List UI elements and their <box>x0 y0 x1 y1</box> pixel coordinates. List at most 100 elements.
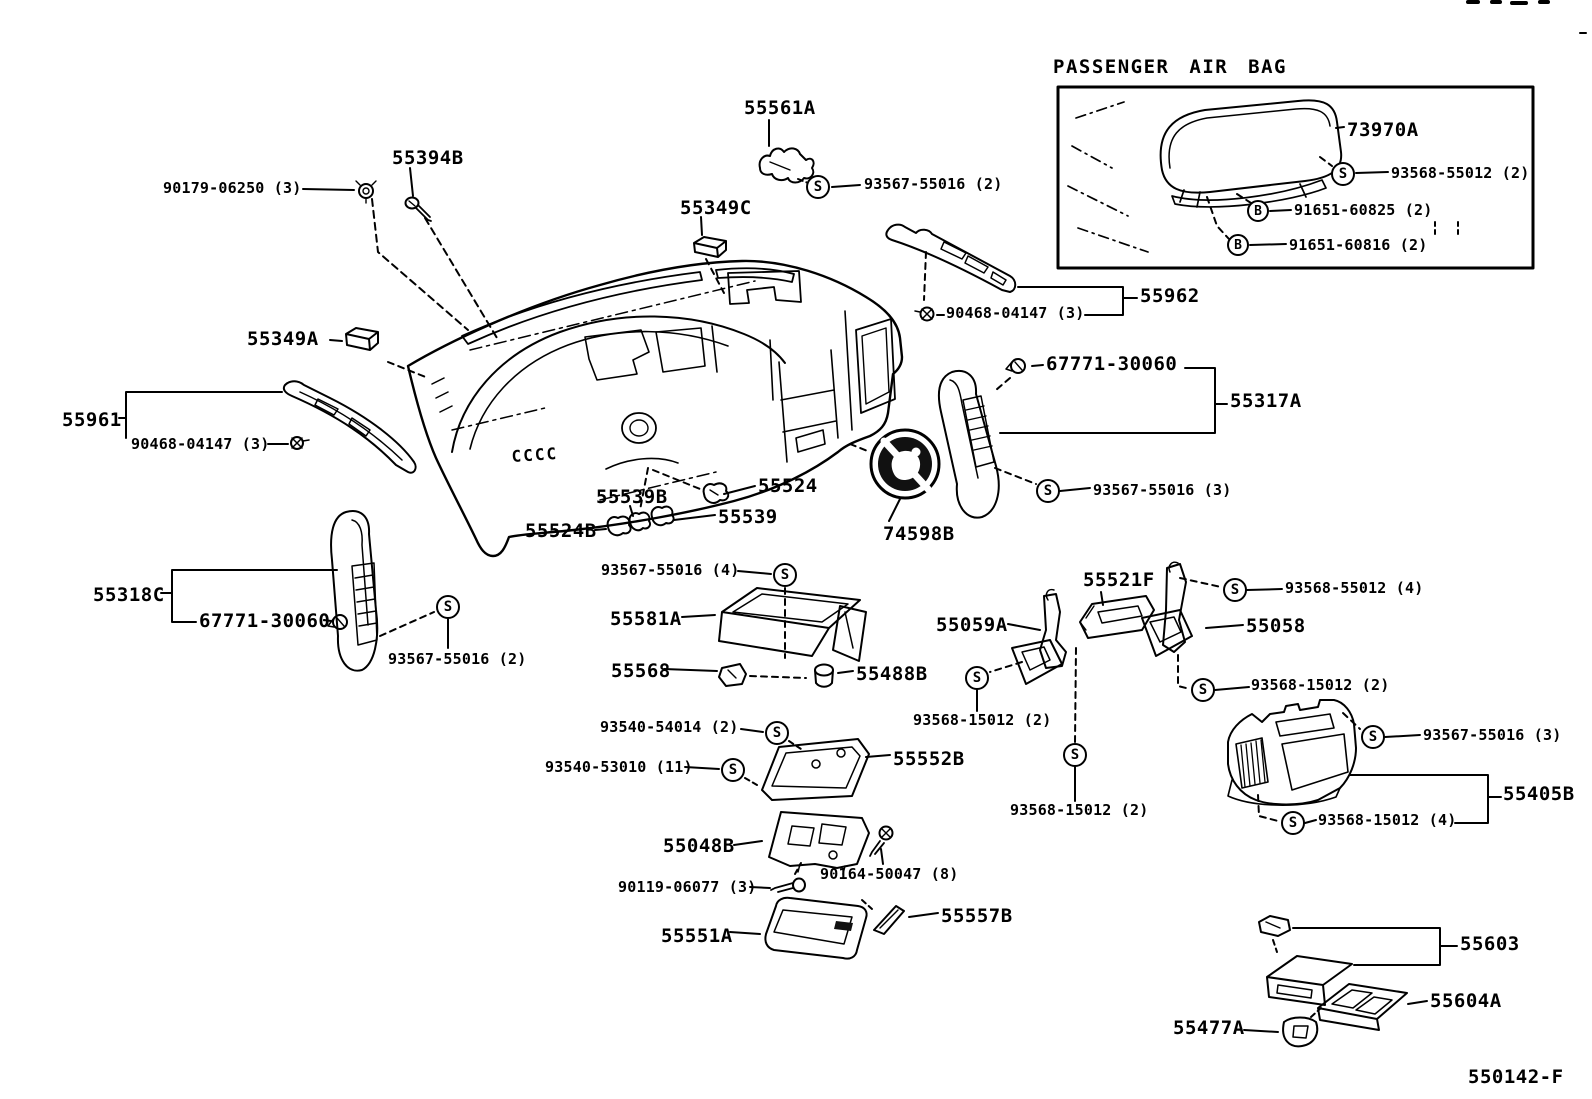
clip-90468-right <box>914 306 935 322</box>
label-74598B: 74598B <box>883 523 955 545</box>
strip-55557B <box>861 899 939 935</box>
label-93568-15012-2c: 93568-15012 (2) <box>1010 801 1149 819</box>
bracket-55058 <box>1141 561 1283 691</box>
label-93568-55012-2: 93568-55012 (2) <box>1391 164 1530 182</box>
symbol-S-93540a: S <box>765 721 789 745</box>
symbol-S-55058-bot: S <box>1191 678 1215 702</box>
garnish-55962 <box>885 223 1138 316</box>
clip-55488B <box>814 663 854 688</box>
label-93567-55016-2-top: 93567-55016 (2) <box>864 175 1003 193</box>
label-55551A: 55551A <box>661 925 733 947</box>
label-55557B: 55557B <box>941 905 1013 927</box>
label-55488B: 55488B <box>856 663 928 685</box>
label-55961: 55961 <box>62 409 122 431</box>
label-93540-54014: 93540-54014 (2) <box>600 718 739 736</box>
symbol-S-heater-bot: S <box>1281 811 1305 835</box>
label-55405B: 55405B <box>1503 783 1575 805</box>
label-93567-55016-2-left: 93567-55016 (2) <box>388 650 527 668</box>
label-55349A: 55349A <box>247 328 319 350</box>
label-55477A: 55477A <box>1173 1017 1245 1039</box>
symbol-S-panel-right: S <box>1036 479 1060 503</box>
label-55568: 55568 <box>611 660 671 682</box>
garnish-55961 <box>118 380 417 474</box>
label-90119-06077: 90119-06077 (3) <box>618 878 757 896</box>
heater-panel-55405B <box>1227 699 1502 824</box>
plate-55552B <box>684 689 978 801</box>
symbol-S-heater-top: S <box>1361 725 1385 749</box>
label-90179-06250: 90179-06250 (3) <box>163 179 302 197</box>
label-91651-60825: 91651-60825 (2) <box>1294 201 1433 219</box>
pad-55349A <box>329 327 429 379</box>
airbag-module-drawing <box>1067 99 1459 253</box>
symbol-B-inset-2: B <box>1227 234 1249 256</box>
glove-compartment-55581A <box>681 570 867 662</box>
inset-title: PASSENGER AIR BAG <box>1053 56 1287 78</box>
bracket-55561A <box>758 119 861 188</box>
label-55603: 55603 <box>1460 933 1520 955</box>
symbol-S-top: S <box>806 175 830 199</box>
clips-55539-group <box>594 467 716 537</box>
label-55058: 55058 <box>1246 615 1306 637</box>
label-55539B: 55539B <box>596 486 668 508</box>
label-55048B: 55048B <box>663 835 735 857</box>
label-55561A: 55561A <box>744 97 816 119</box>
label-55581A: 55581A <box>610 608 682 630</box>
clip-55568 <box>663 663 807 687</box>
label-90164-50047: 90164-50047 (8) <box>820 865 959 883</box>
symbol-B-inset-1: B <box>1247 200 1269 222</box>
label-67771-30060-left: 67771-30060 <box>199 610 331 632</box>
label-73970A: 73970A <box>1347 119 1419 141</box>
bezel-55477A <box>1243 1016 1319 1048</box>
label-55524: 55524 <box>758 475 818 497</box>
label-93567-55016-3-heater: 93567-55016 (3) <box>1423 726 1562 744</box>
label-55317A: 55317A <box>1230 390 1302 412</box>
corner-fragment <box>1466 0 1587 34</box>
symbol-S-55058-top: S <box>1223 578 1247 602</box>
label-55962: 55962 <box>1140 285 1200 307</box>
dash-clip-marks: CCCC <box>511 444 559 466</box>
label-55524B: 55524B <box>525 520 597 542</box>
screw-67771-right <box>1005 358 1026 374</box>
label-55521F: 55521F <box>1083 569 1155 591</box>
label-55318C: 55318C <box>93 584 165 606</box>
screw-90164 <box>869 825 894 865</box>
label-55059A: 55059A <box>936 614 1008 636</box>
label-93567-55016-4: 93567-55016 (4) <box>601 561 740 579</box>
screw-90119 <box>749 862 806 893</box>
screw-67771-left <box>327 614 348 630</box>
label-93540-53010: 93540-53010 (11) <box>545 758 693 776</box>
label-91651-60816: 91651-60816 (2) <box>1289 236 1428 254</box>
label-55349C: 55349C <box>680 197 752 219</box>
label-93567-55016-3-right: 93567-55016 (3) <box>1093 481 1232 499</box>
label-67771-30060-right: 67771-30060 <box>1046 353 1178 375</box>
symbol-S-panel-left: S <box>436 595 460 619</box>
screw-55394B <box>404 167 498 339</box>
unit-55521F <box>1074 591 1155 802</box>
symbol-S-glovebox: S <box>773 563 797 587</box>
glovebox-door-55551A <box>729 896 868 960</box>
diagram-code: 550142-F <box>1468 1066 1564 1088</box>
label-55552B: 55552B <box>893 748 965 770</box>
label-55394B: 55394B <box>392 147 464 169</box>
holder-55603 <box>1258 915 1458 1006</box>
symbol-S-inset: S <box>1331 162 1355 186</box>
pad-55349C <box>693 216 727 294</box>
instrument-panel-drawing <box>406 259 904 558</box>
tray-55604A <box>1310 983 1428 1031</box>
label-93568-15012-2b: 93568-15012 (2) <box>1251 676 1390 694</box>
label-90468-04147-left: 90468-04147 (3) <box>131 435 270 453</box>
panel-55317A <box>937 364 1228 519</box>
panel-55318C <box>160 510 449 672</box>
airbag-inset-box <box>1056 85 1535 270</box>
clip-55524 <box>652 469 756 504</box>
symbol-S-55521F: S <box>1063 743 1087 767</box>
label-93568-15012-4: 93568-15012 (4) <box>1318 811 1457 829</box>
label-93568-55012-4: 93568-55012 (4) <box>1285 579 1424 597</box>
grommet-90179 <box>302 180 469 331</box>
label-93568-15012-2a: 93568-15012 (2) <box>913 711 1052 729</box>
label-55604A: 55604A <box>1430 990 1502 1012</box>
label-55539: 55539 <box>718 506 778 528</box>
bracket-55059A <box>989 588 1077 743</box>
